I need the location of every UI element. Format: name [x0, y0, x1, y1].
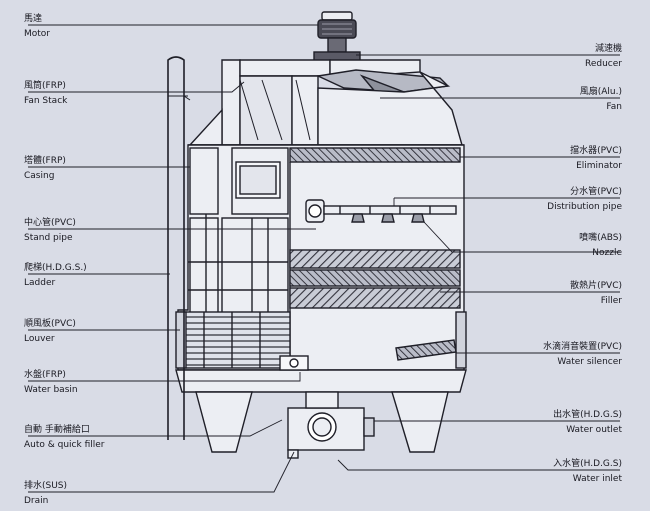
label-water-basin: 水盤(FRP) Water basin	[24, 370, 78, 395]
label-water-outlet: 出水管(H.D.G.S) Water outlet	[553, 410, 622, 435]
label-nozzle: 噴嘴(ABS) Nozzle	[579, 233, 622, 258]
label-drain: 排水(SUS) Drain	[24, 481, 68, 506]
label-water-silencer: 水滴消音裝置(PVC) Water silencer	[543, 342, 622, 367]
ladder	[167, 56, 191, 440]
leader-lines	[28, 24, 620, 493]
filler	[289, 249, 461, 309]
fan-stack	[221, 59, 421, 146]
motor	[317, 11, 357, 53]
water-basin	[175, 355, 467, 393]
louver	[175, 311, 467, 369]
label-filler-inlet: 自動 手動補給口 Auto & quick filler	[24, 425, 105, 450]
label-ladder: 爬梯(H.D.G.S.) Ladder	[24, 263, 87, 288]
label-fan: 風扇(Alu.) Fan	[579, 87, 622, 112]
label-casing: 塔體(FRP) Casing	[24, 156, 66, 181]
label-filler: 散熱片(PVC) Filler	[570, 281, 622, 306]
distribution-pipe	[305, 199, 457, 223]
label-reducer: 減速機 Reducer	[585, 44, 622, 69]
stand-pipe	[188, 147, 291, 370]
label-water-inlet: 入水管(H.D.G.S) Water inlet	[553, 459, 622, 484]
support-legs	[195, 391, 449, 453]
label-fan-stack: 風筒(FRP) Fan Stack	[24, 81, 68, 106]
label-motor: 馬達 Motor	[24, 14, 51, 39]
tower-top	[188, 71, 464, 146]
nozzles	[351, 213, 425, 223]
label-distribution-pipe: 分水管(PVC) Distribution pipe	[547, 187, 622, 212]
water-silencer	[395, 339, 457, 361]
eliminator	[289, 147, 461, 163]
label-eliminator: 擋水器(PVC) Eliminator	[570, 146, 622, 171]
label-stand-pipe: 中心管(PVC) Stand pipe	[24, 218, 76, 243]
water-outlet	[287, 391, 375, 451]
label-louver: 順風板(PVC) Louver	[24, 319, 76, 344]
